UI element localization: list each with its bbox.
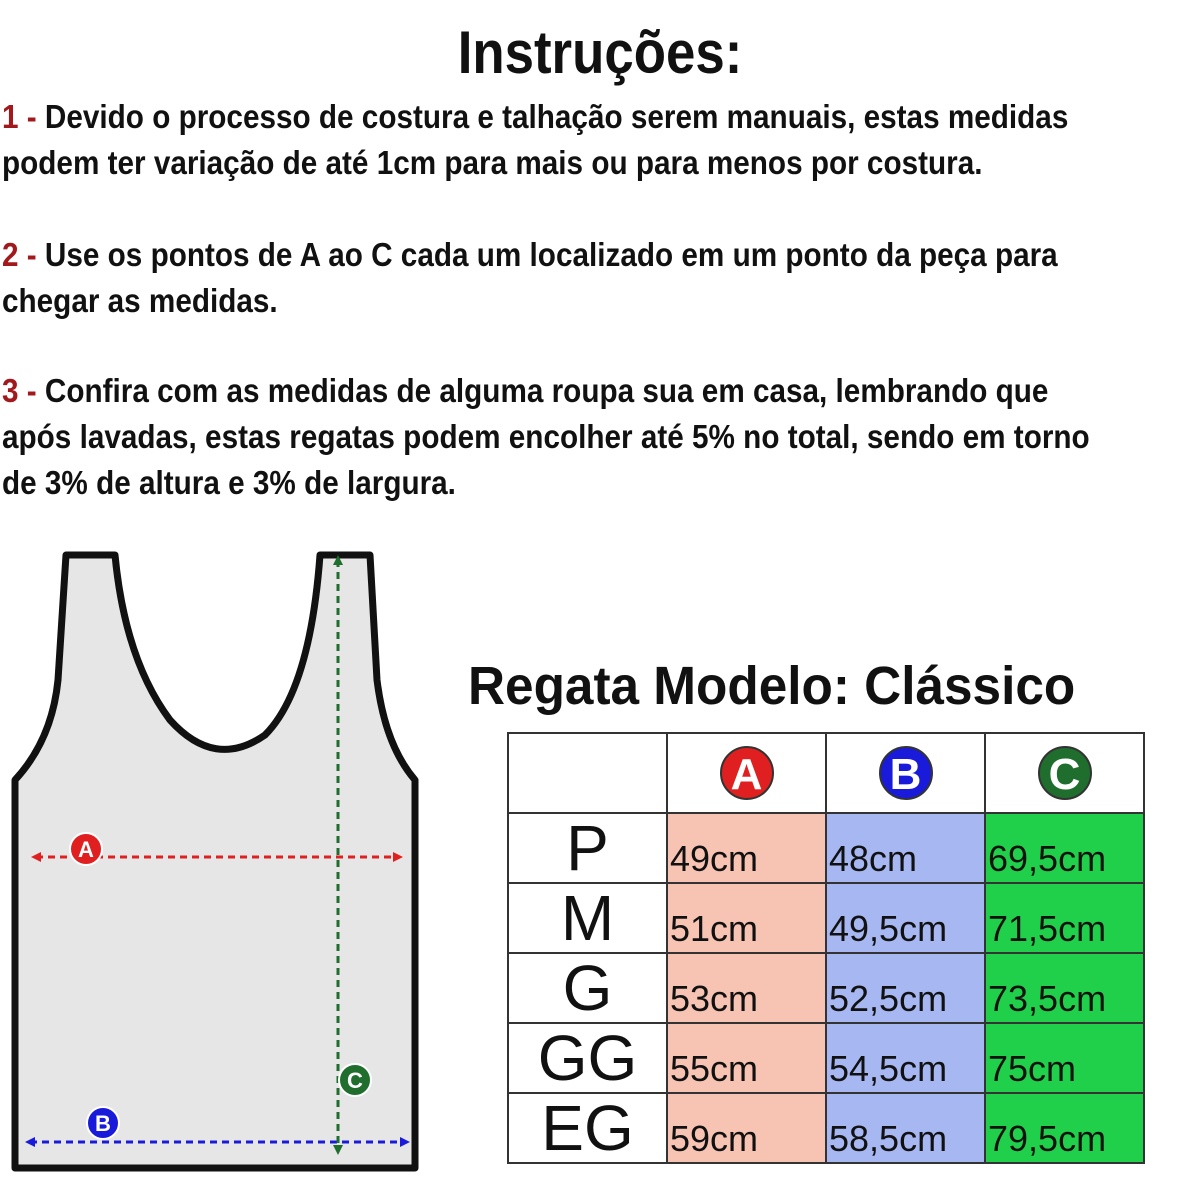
table-row: P 49cm 48cm 69,5cm bbox=[507, 812, 1145, 884]
badge-b-icon: B bbox=[878, 746, 933, 800]
instruction-text: Devido o processo de costura e talhação … bbox=[44, 98, 1069, 135]
badge-c-icon: C bbox=[1037, 746, 1092, 800]
instruction-text: após lavadas, estas regatas podem encolh… bbox=[2, 418, 1090, 455]
instruction-text: podem ter variação de até 1cm para mais … bbox=[2, 144, 983, 181]
value-c-cell: 71,5cm bbox=[984, 882, 1145, 954]
table-row: M 51cm 49,5cm 71,5cm bbox=[507, 882, 1145, 954]
value-b-cell: 54,5cm bbox=[825, 1022, 986, 1094]
marker-c-icon: C bbox=[338, 1063, 372, 1097]
table-row: G 53cm 52,5cm 73,5cm bbox=[507, 952, 1145, 1024]
value-c-cell: 69,5cm bbox=[984, 812, 1145, 884]
header-empty-cell bbox=[507, 732, 668, 814]
instruction-text: de 3% de altura e 3% de largura. bbox=[2, 464, 456, 501]
size-cell: GG bbox=[507, 1022, 668, 1094]
header-c-cell: C bbox=[984, 732, 1145, 814]
badge-a-icon: A bbox=[719, 746, 774, 800]
page-title: Instruções: bbox=[457, 19, 743, 86]
value-c-cell: 73,5cm bbox=[984, 952, 1145, 1024]
value-a-cell: 59cm bbox=[666, 1092, 827, 1164]
instruction-number: 3 - bbox=[2, 372, 37, 409]
size-table: A B C P 49cm 48cm 69,5cm M 51cm 49,5cm 7… bbox=[507, 732, 1145, 1164]
value-b-cell: 52,5cm bbox=[825, 952, 986, 1024]
model-title: Regata Modelo: Clássico bbox=[468, 656, 1076, 716]
value-a-cell: 49cm bbox=[666, 812, 827, 884]
instruction-2: 2 - Use os pontos de A ao C cada um loca… bbox=[2, 232, 1082, 324]
instruction-text: Confira com as medidas de alguma roupa s… bbox=[44, 372, 1049, 409]
table-row: GG 55cm 54,5cm 75cm bbox=[507, 1022, 1145, 1094]
tank-top-diagram: A B C bbox=[11, 551, 419, 1172]
value-c-cell: 75cm bbox=[984, 1022, 1145, 1094]
value-b-cell: 48cm bbox=[825, 812, 986, 884]
instruction-1: 1 - Devido o processo de costura e talha… bbox=[2, 94, 1082, 186]
svg-text:C: C bbox=[347, 1068, 363, 1093]
value-a-cell: 53cm bbox=[666, 952, 827, 1024]
instruction-number: 1 - bbox=[2, 98, 37, 135]
table-row: EG 59cm 58,5cm 79,5cm bbox=[507, 1092, 1145, 1164]
svg-text:B: B bbox=[95, 1111, 111, 1136]
size-cell: EG bbox=[507, 1092, 668, 1164]
svg-text:A: A bbox=[78, 837, 94, 862]
header-a-cell: A bbox=[666, 732, 827, 814]
size-cell: P bbox=[507, 812, 668, 884]
size-cell: G bbox=[507, 952, 668, 1024]
instruction-3: 3 - Confira com as medidas de alguma rou… bbox=[2, 368, 1090, 506]
size-cell: M bbox=[507, 882, 668, 954]
instruction-number: 2 - bbox=[2, 236, 37, 273]
instruction-text: Use os pontos de A ao C cada um localiza… bbox=[44, 236, 1058, 273]
value-b-cell: 49,5cm bbox=[825, 882, 986, 954]
marker-a-icon: A bbox=[69, 832, 103, 866]
marker-b-icon: B bbox=[86, 1106, 120, 1140]
value-a-cell: 55cm bbox=[666, 1022, 827, 1094]
table-header-row: A B C bbox=[507, 732, 1145, 814]
value-b-cell: 58,5cm bbox=[825, 1092, 986, 1164]
instruction-text: chegar as medidas. bbox=[2, 282, 278, 319]
value-a-cell: 51cm bbox=[666, 882, 827, 954]
header-b-cell: B bbox=[825, 732, 986, 814]
value-c-cell: 79,5cm bbox=[984, 1092, 1145, 1164]
